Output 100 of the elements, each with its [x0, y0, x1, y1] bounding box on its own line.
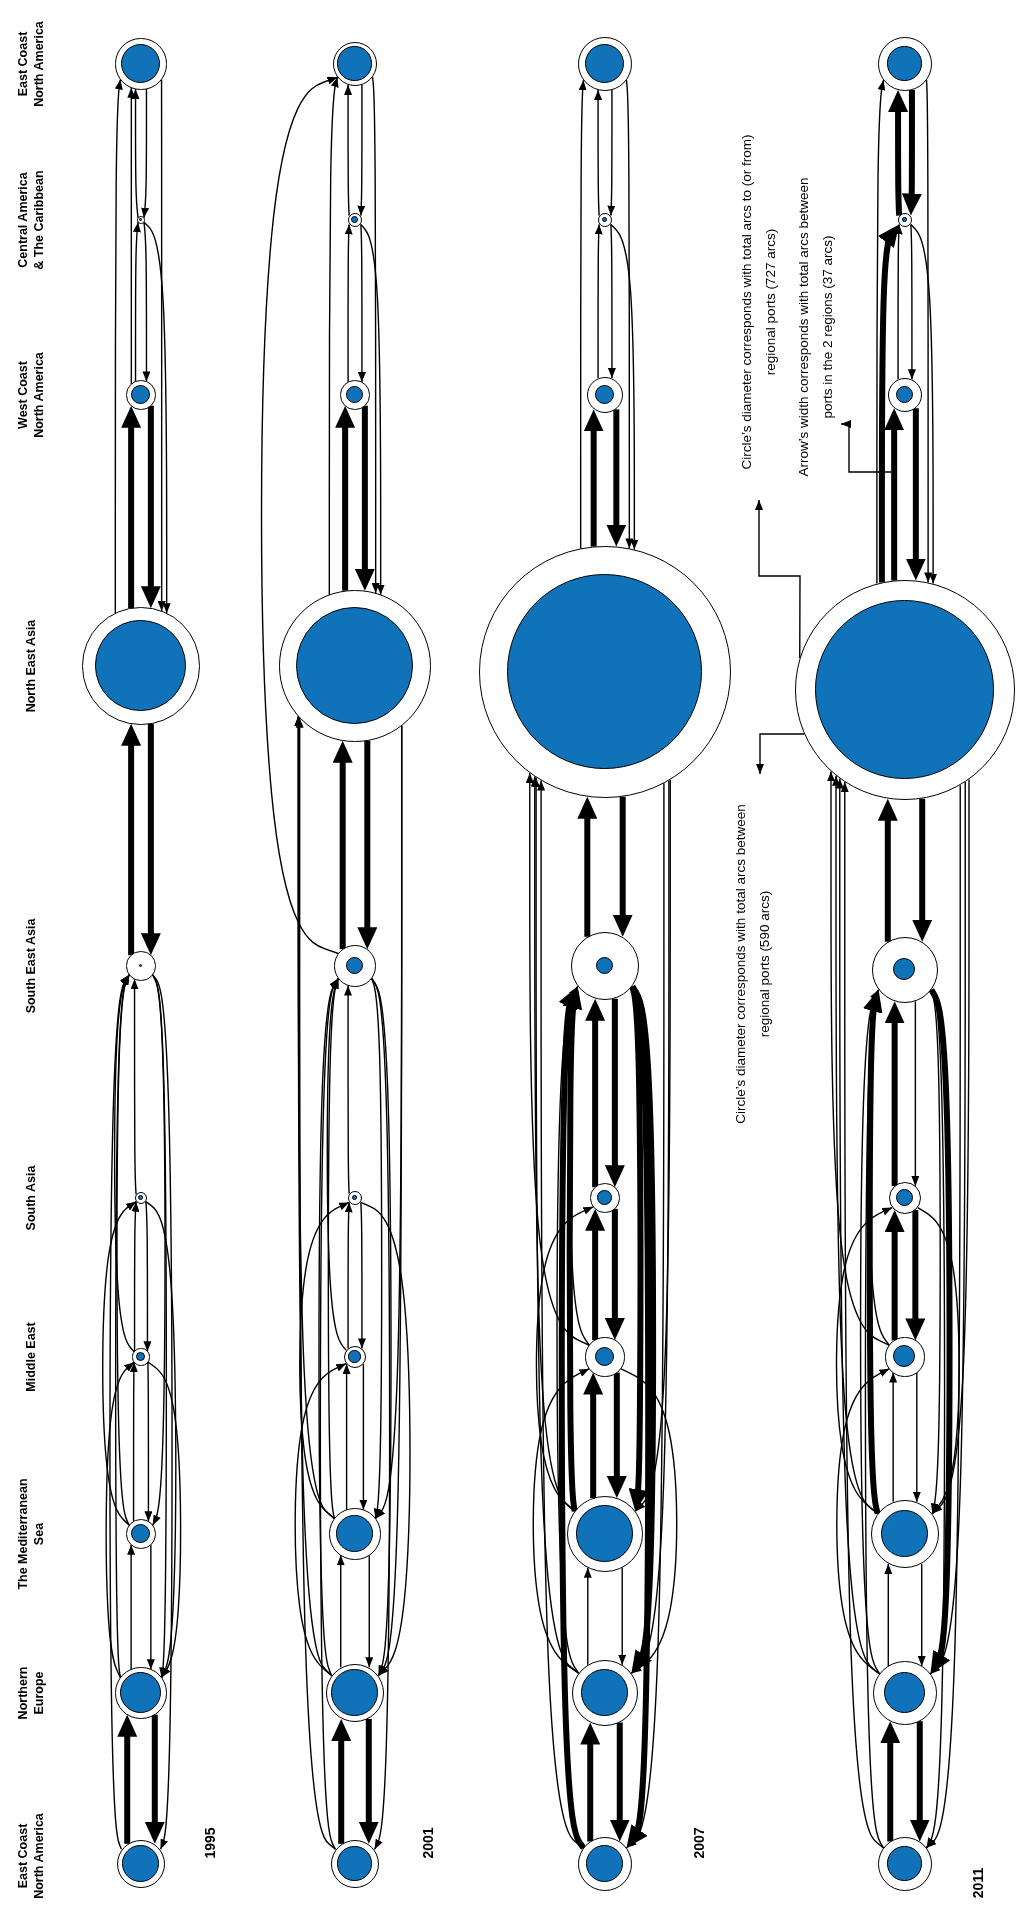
arrow — [360, 1201, 411, 1677]
arrow — [359, 1363, 368, 1511]
year-label: 1995 — [202, 1827, 218, 1859]
arrow — [342, 1363, 351, 1511]
arrow — [370, 977, 392, 1677]
arrow — [884, 1001, 905, 1186]
arrow — [610, 223, 639, 551]
arrow — [142, 221, 151, 383]
region-label: East Coast North America — [14, 20, 47, 109]
region-label: North East Asia — [22, 618, 39, 715]
region-circle — [889, 1182, 921, 1214]
arrow — [357, 84, 366, 217]
region-label: Central America & The Caribbean — [14, 169, 47, 272]
leader-line — [755, 499, 801, 659]
region-label: South Asia — [22, 1164, 39, 1233]
arrow — [884, 408, 905, 581]
arrow — [332, 740, 353, 950]
arrow — [917, 1563, 926, 1667]
arrow — [127, 1544, 136, 1670]
annotation-text: Arrow’s width corresponds with total arcs between ports in the 2 regions (37 arcs) — [795, 176, 836, 479]
arrow — [129, 1361, 138, 1523]
arrow — [140, 723, 161, 956]
region-circle — [344, 1346, 366, 1368]
arrow — [328, 76, 339, 596]
arrow — [583, 409, 604, 547]
arrow — [152, 974, 166, 1526]
arrow — [577, 796, 598, 937]
annotation-text: Circle’s diameter corresponds with total arcs to (or from) regional ports (727 arcs) — [738, 133, 779, 472]
arrow — [594, 223, 603, 379]
region-circle — [334, 945, 376, 987]
region-circle — [572, 1660, 638, 1726]
region-circle — [116, 1839, 166, 1889]
arrow — [604, 998, 625, 1188]
arrow — [360, 223, 385, 596]
arrow — [374, 724, 403, 1520]
region-circle — [330, 1839, 380, 1889]
arrow — [109, 974, 130, 1851]
arrow — [884, 1210, 905, 1341]
arrow — [607, 223, 616, 379]
year-label: 2007 — [691, 1827, 707, 1859]
arrow — [344, 84, 353, 217]
region-circle — [126, 1519, 156, 1549]
arrow — [634, 779, 671, 1512]
arrow — [629, 984, 657, 1674]
arrow — [357, 223, 366, 383]
arrow — [121, 405, 142, 609]
arrow — [294, 1362, 347, 1677]
arrow — [132, 221, 141, 383]
arrow — [585, 1208, 606, 1341]
arrow — [157, 78, 166, 612]
arrow — [105, 1361, 135, 1679]
arrow — [840, 781, 885, 1849]
region-circle — [878, 1837, 932, 1891]
arrow — [121, 723, 142, 956]
arrow — [928, 988, 953, 1674]
arrow — [117, 1714, 138, 1844]
leader-line — [756, 733, 805, 775]
region-circle — [115, 38, 167, 90]
arrow — [357, 740, 378, 950]
arrow — [901, 90, 922, 216]
region-label: Northern Europe — [14, 1665, 47, 1722]
arrow — [335, 405, 356, 591]
region-label: Middle East — [22, 1321, 39, 1394]
year-label: 2001 — [420, 1827, 436, 1859]
arrow — [625, 79, 634, 550]
arrow — [583, 1567, 592, 1666]
arrow — [260, 76, 340, 955]
arrow — [827, 770, 891, 1346]
arrow — [583, 1372, 604, 1498]
region-circle — [578, 1837, 632, 1891]
arrow — [907, 223, 916, 381]
region-circle — [134, 1191, 148, 1205]
arrow — [880, 1721, 901, 1842]
arrow — [102, 1200, 137, 1526]
arrow — [905, 408, 926, 581]
arrow — [630, 779, 670, 1674]
arrow — [604, 1208, 625, 1341]
arrow — [556, 985, 580, 1674]
arrow — [931, 778, 970, 1515]
arrow — [357, 1201, 366, 1350]
region-circle — [340, 380, 370, 410]
arrow — [144, 1714, 165, 1844]
arrow — [365, 1554, 374, 1669]
region-circle — [586, 376, 624, 414]
arrow — [336, 1554, 345, 1669]
region-circle — [115, 1667, 167, 1719]
arrow — [344, 984, 353, 1195]
arrow — [859, 989, 881, 1675]
arrow — [295, 717, 337, 1851]
arrow — [924, 79, 933, 584]
arrow — [912, 798, 933, 942]
arrow — [909, 1721, 930, 1842]
arrow — [910, 223, 938, 585]
arrow — [344, 1201, 353, 1350]
region-circle — [578, 37, 632, 91]
region-circle — [878, 37, 932, 91]
leader-line — [840, 420, 892, 473]
arrow — [612, 796, 633, 937]
region-label: The Mediterranean Sea — [14, 1477, 47, 1592]
arrow — [628, 985, 649, 1512]
